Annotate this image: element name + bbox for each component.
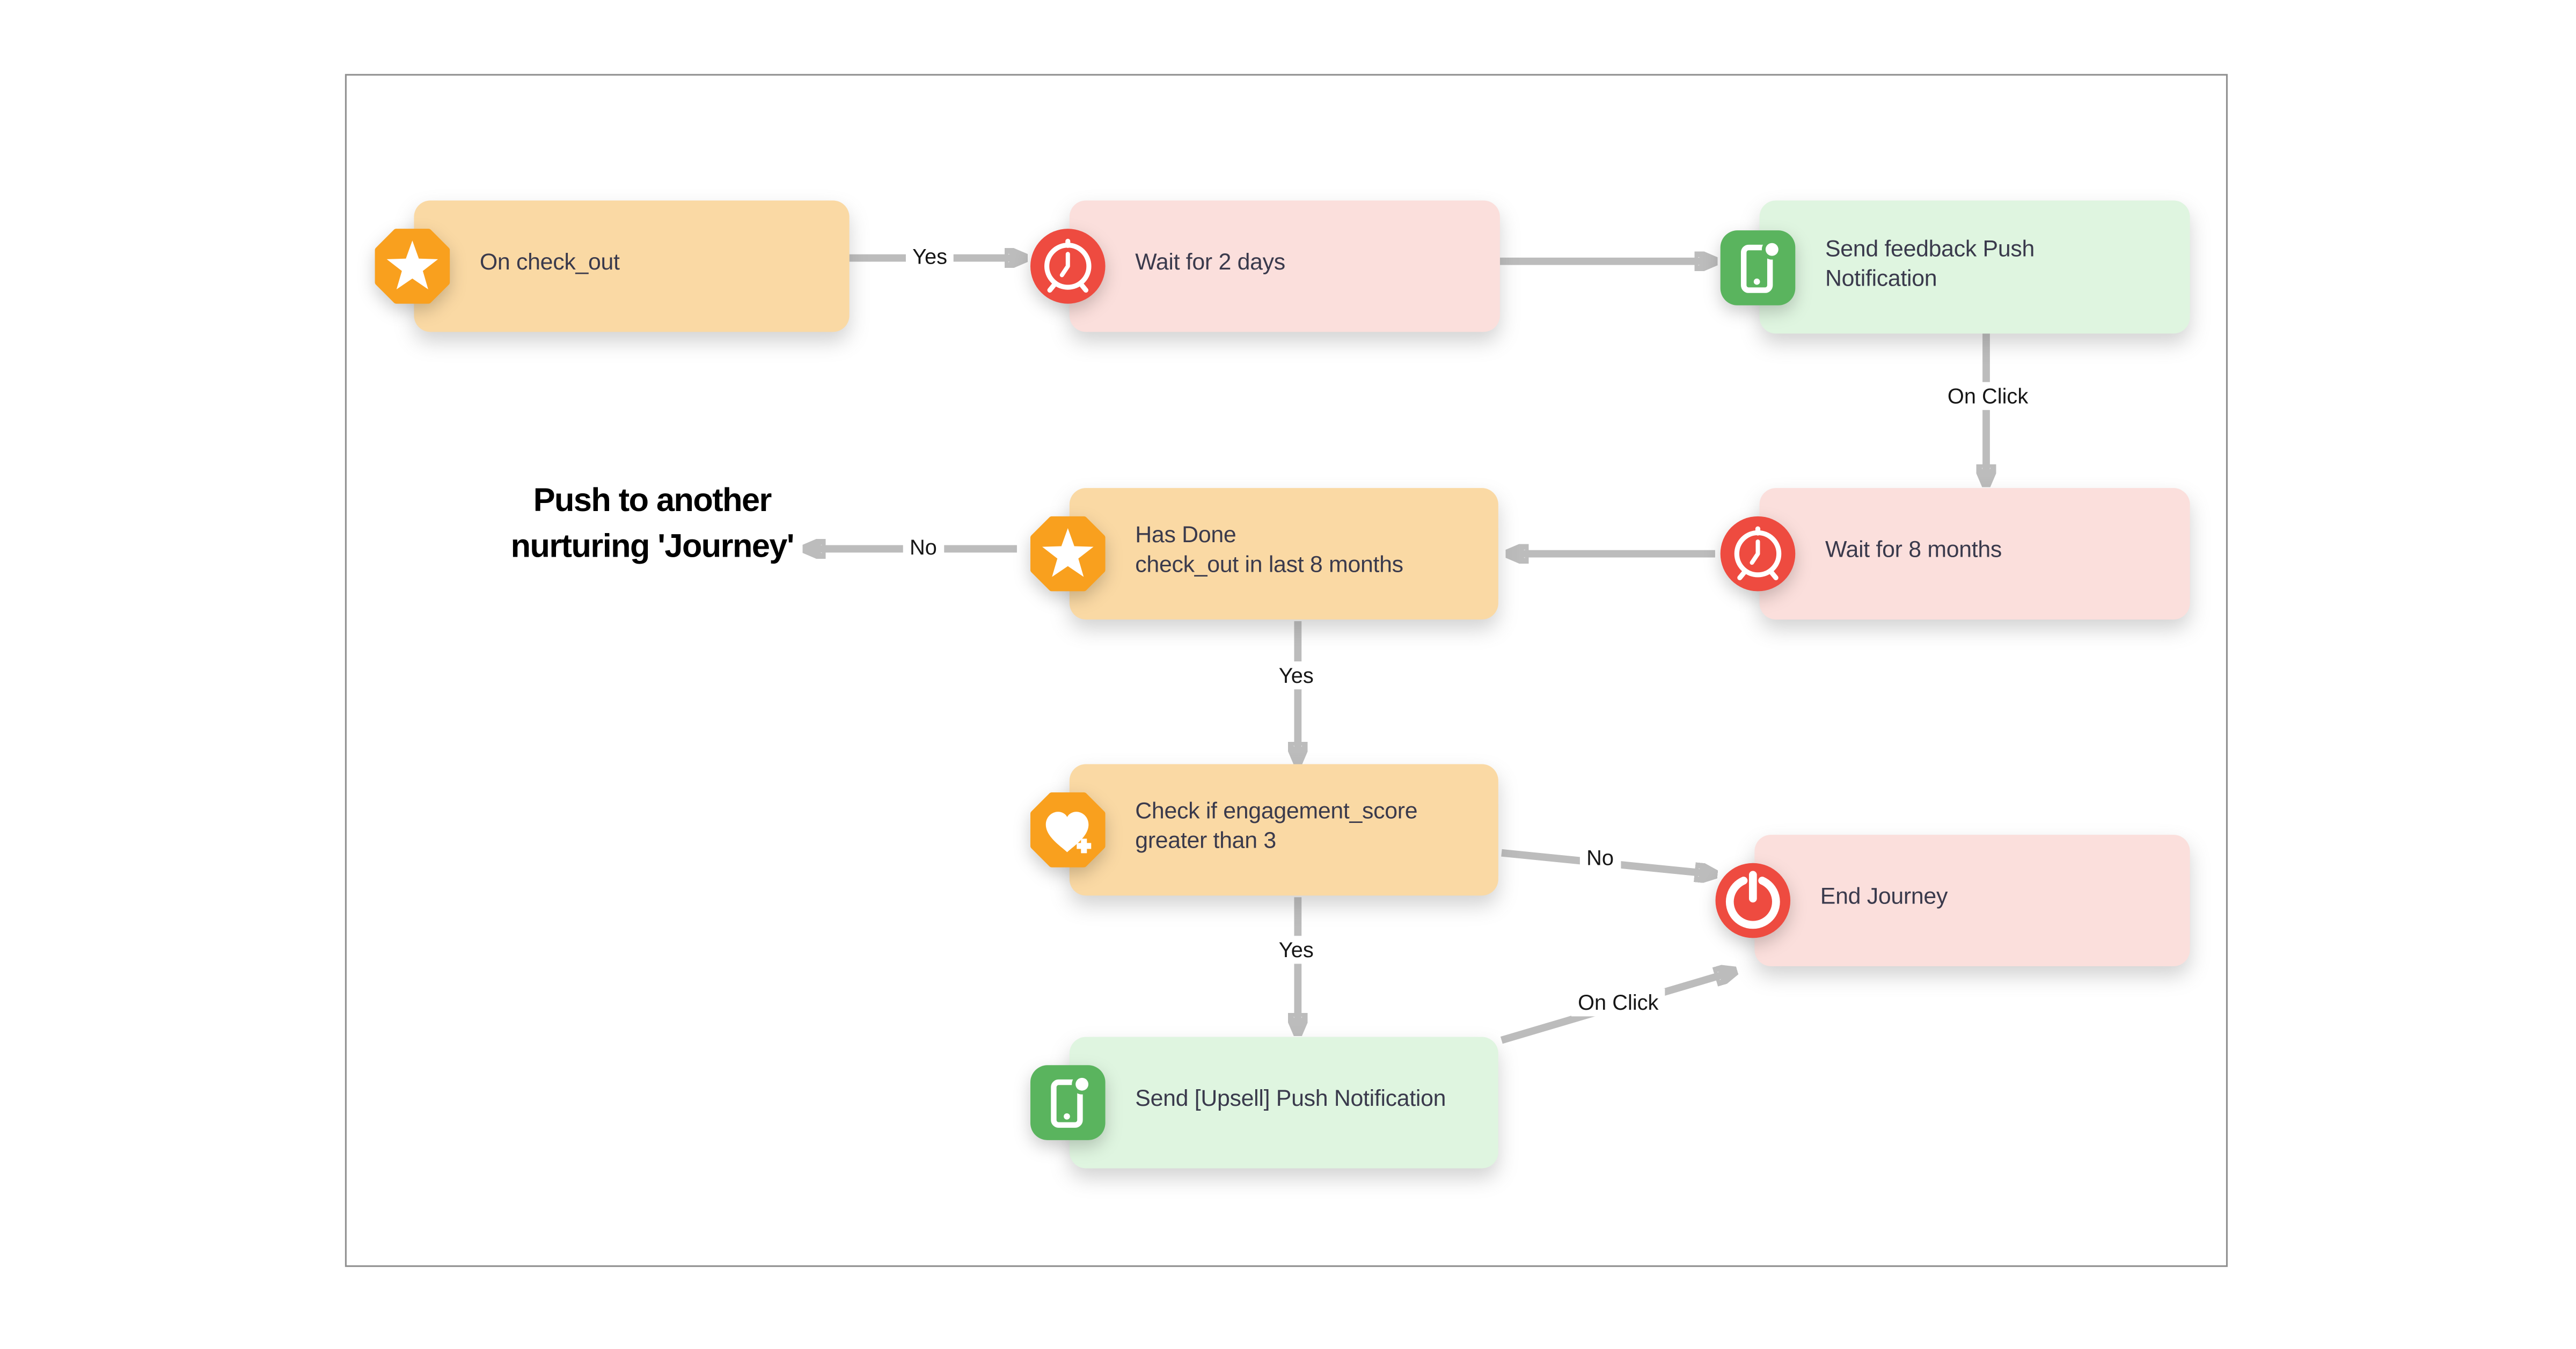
node-check-engagement-score[interactable]: Check if engagement_score greater than 3 [1030, 764, 1498, 896]
power-icon [1714, 861, 1792, 940]
edge-label-on-click: On Click [1941, 382, 2035, 410]
edge-label-no: No [1579, 843, 1621, 872]
edge-label-yes: Yes [905, 242, 954, 271]
node-wait-2-days[interactable]: Wait for 2 days [1030, 200, 1500, 332]
node-wait-8-months[interactable]: Wait for 8 months [1720, 488, 2190, 620]
node-has-done-check-out[interactable]: Has Done check_out in last 8 months [1030, 488, 1498, 620]
edge-label-yes: Yes [1272, 661, 1321, 690]
star-icon [373, 227, 452, 305]
node-label: Send feedback Push Notification [1825, 234, 2035, 290]
annotation-push-to-another-journey: Push to another nurturing 'Journey' [510, 483, 795, 566]
node-label: Check if engagement_score greater than 3 [1135, 797, 1418, 853]
alarm-clock-icon [1028, 227, 1107, 305]
node-end-journey[interactable]: End Journey [1715, 835, 2190, 966]
node-send-upsell-push[interactable]: Send [Upsell] Push Notification [1030, 1037, 1498, 1169]
node-label: On check_out [479, 248, 620, 275]
node-on-check-out[interactable]: On check_out [375, 200, 850, 332]
node-label: Send [Upsell] Push Notification [1135, 1084, 1446, 1111]
node-label: Wait for 8 months [1825, 535, 2002, 562]
edge-label-no: No [903, 533, 944, 562]
node-label: Has Done check_out in last 8 months [1135, 521, 1403, 577]
edge-label-yes: Yes [1272, 936, 1321, 964]
node-send-feedback-push[interactable]: Send feedback Push Notification [1720, 200, 2190, 334]
edge-label-on-click: On Click [1571, 988, 1665, 1017]
smartphone-icon [1028, 1063, 1107, 1142]
node-label: End Journey [1820, 882, 1948, 909]
alarm-clock-icon [1718, 514, 1797, 593]
smartphone-icon [1718, 228, 1797, 307]
heart-plus-icon [1028, 790, 1107, 869]
star-icon [1028, 514, 1107, 593]
node-label: Wait for 2 days [1135, 248, 1285, 275]
